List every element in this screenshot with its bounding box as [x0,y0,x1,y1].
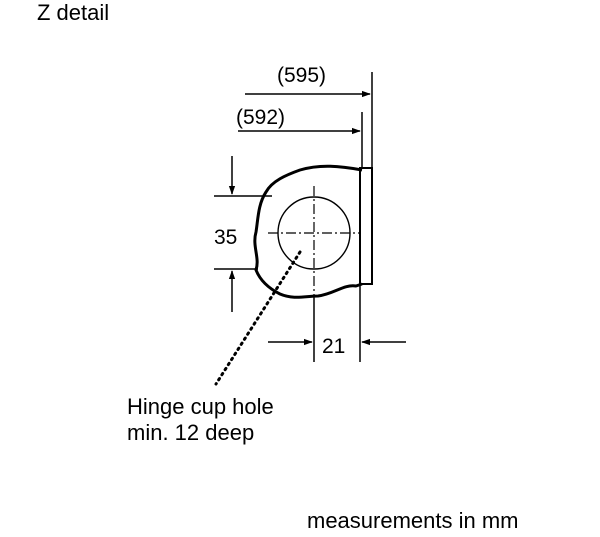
units-footer: measurements in mm [307,508,519,532]
note-line-2: min. 12 deep [127,420,254,445]
dim-21-label: 21 [322,335,345,358]
dim-592-label: (592) [236,106,285,129]
note-leader-line [214,250,302,386]
dim-595-label: (595) [277,64,326,87]
diagram-title: Z detail [37,0,109,25]
note-line-1: Hinge cup hole [127,394,274,419]
cutout-outline [253,164,363,299]
door-panel-edge [359,167,373,285]
dim-35-label: 35 [214,226,237,249]
